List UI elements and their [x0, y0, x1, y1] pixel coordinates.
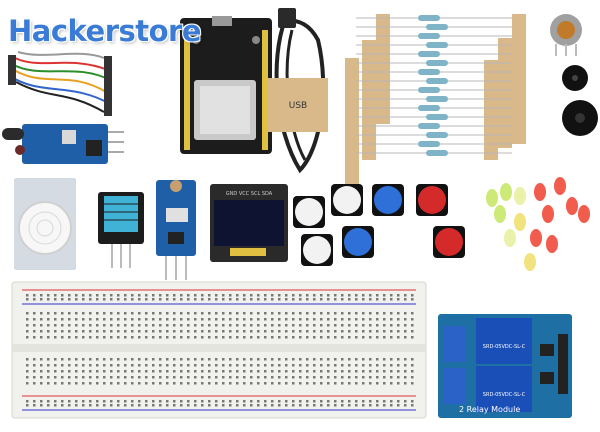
push-button-red-1 — [416, 184, 448, 216]
pir-sensor — [14, 178, 76, 270]
brand-watermark: Hackerstore — [8, 14, 202, 48]
usb-cable: USB — [268, 8, 328, 174]
relay-module-label: 2 Relay Module — [459, 405, 521, 414]
push-buttons — [293, 184, 465, 266]
resistor-pack — [345, 14, 526, 198]
esp32-board — [180, 16, 272, 154]
relay-a-text: SRD-05VDC-SL-C — [483, 344, 526, 350]
relay-module: SRD-05VDC-SL-C SRD-05VDC-SL-C — [438, 314, 572, 418]
push-button-white-3 — [301, 234, 333, 266]
buzzers — [562, 65, 598, 136]
dht11-sensor — [98, 192, 144, 268]
potentiometer — [550, 14, 582, 56]
push-button-white-2 — [331, 184, 363, 216]
push-button-blue-1 — [372, 184, 404, 216]
relay-b-text: SRD-05VDC-SL-C — [483, 392, 526, 398]
breadboard-holes — [26, 294, 414, 407]
oled-header-label: GND VCC SCL SDA — [226, 191, 273, 197]
ir-sensor-module — [2, 124, 124, 164]
resistor-rows — [356, 15, 512, 156]
breadboard — [11, 281, 427, 419]
push-button-white-1 — [293, 196, 325, 228]
push-button-blue-2 — [342, 226, 374, 258]
oled-display: GND VCC SCL SDA — [210, 184, 288, 262]
cable-tag-text: USB — [289, 101, 307, 111]
light-sensor-module — [156, 180, 196, 280]
leds — [486, 177, 590, 271]
jumper-wires — [8, 51, 112, 116]
push-button-red-2 — [433, 226, 465, 258]
